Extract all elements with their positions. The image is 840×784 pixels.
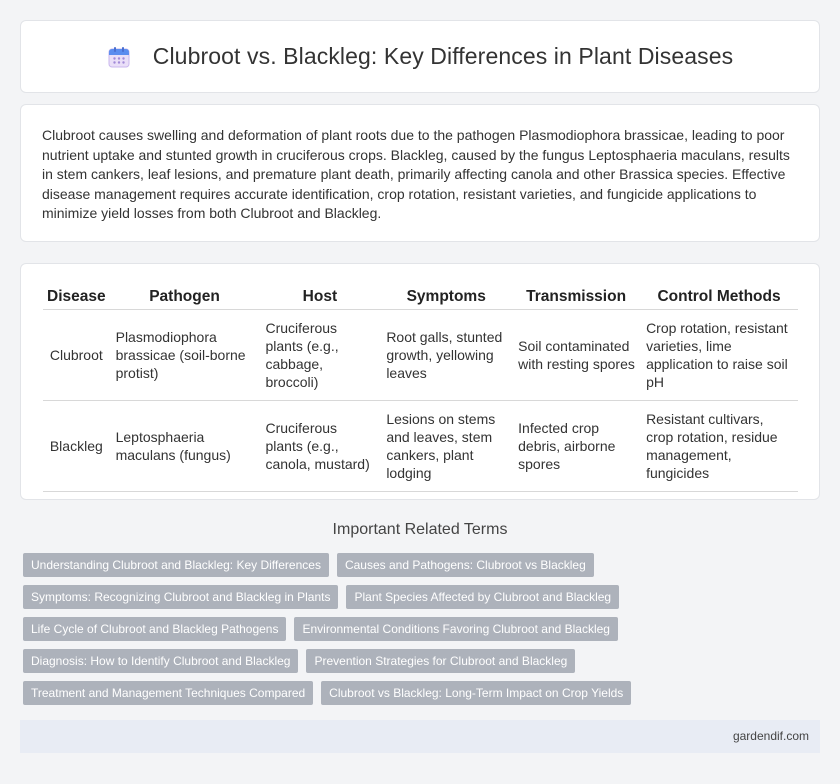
related-terms-title: Important Related Terms bbox=[332, 521, 508, 538]
related-term-link[interactable]: Symptoms: Recognizing Clubroot and Black… bbox=[23, 585, 339, 609]
related-term-link[interactable]: Environmental Conditions Favoring Clubro… bbox=[294, 617, 618, 641]
cell-pathogen: Plasmodiophora brassicae (soil-borne pro… bbox=[109, 309, 260, 401]
related-term-link[interactable]: Diagnosis: How to Identify Clubroot and … bbox=[23, 649, 299, 673]
table-row: Clubroot Plasmodiophora brassicae (soil-… bbox=[43, 309, 798, 401]
cell-host: Cruciferous plants (e.g., canola, mustar… bbox=[259, 400, 381, 492]
cell-host: Cruciferous plants (e.g., cabbage, brocc… bbox=[259, 309, 381, 401]
intro-paragraph: Clubroot causes swelling and deformation… bbox=[42, 127, 790, 222]
related-term-link[interactable]: Prevention Strategies for Clubroot and B… bbox=[306, 649, 576, 673]
related-term-link[interactable]: Life Cycle of Clubroot and Blackleg Path… bbox=[23, 617, 287, 641]
cell-symptoms: Root galls, stunted growth, yellowing le… bbox=[380, 309, 513, 401]
cell-transmission: Infected crop debris, airborne spores bbox=[512, 400, 641, 492]
header-control-methods: Control Methods bbox=[640, 284, 798, 310]
cell-pathogen: Leptosphaeria maculans (fungus) bbox=[109, 400, 260, 492]
tag-row: Diagnosis: How to Identify Clubroot and … bbox=[23, 649, 823, 673]
page-footer: gardendif.com bbox=[20, 720, 820, 753]
table-row: Blackleg Leptosphaeria maculans (fungus)… bbox=[43, 400, 798, 492]
cell-symptoms: Lesions on stems and leaves, stem canker… bbox=[380, 400, 513, 492]
tag-row: Understanding Clubroot and Blackleg: Key… bbox=[23, 553, 823, 577]
cell-disease: Blackleg bbox=[43, 400, 110, 492]
calendar-icon bbox=[107, 45, 131, 69]
cell-disease: Clubroot bbox=[43, 309, 110, 401]
tag-row: Life Cycle of Clubroot and Blackleg Path… bbox=[23, 617, 823, 641]
related-terms-list: Understanding Clubroot and Blackleg: Key… bbox=[23, 553, 823, 713]
header-symptoms: Symptoms bbox=[380, 284, 513, 310]
cell-control-methods: Resistant cultivars, crop rotation, resi… bbox=[640, 400, 798, 492]
comparison-table: Disease Pathogen Host Symptoms Transmiss… bbox=[43, 284, 798, 492]
related-term-link[interactable]: Understanding Clubroot and Blackleg: Key… bbox=[23, 553, 329, 577]
cell-transmission: Soil contaminated with resting spores bbox=[512, 309, 641, 401]
header-pathogen: Pathogen bbox=[109, 284, 260, 310]
comparison-table-section: Disease Pathogen Host Symptoms Transmiss… bbox=[20, 263, 820, 500]
cell-control-methods: Crop rotation, resistant varieties, lime… bbox=[640, 309, 798, 401]
related-term-link[interactable]: Clubroot vs Blackleg: Long-Term Impact o… bbox=[321, 681, 632, 705]
table-header-row: Disease Pathogen Host Symptoms Transmiss… bbox=[43, 284, 798, 310]
intro-section: Clubroot causes swelling and deformation… bbox=[20, 104, 820, 242]
header-transmission: Transmission bbox=[512, 284, 641, 310]
tag-row: Symptoms: Recognizing Clubroot and Black… bbox=[23, 585, 823, 609]
header-host: Host bbox=[259, 284, 381, 310]
footer-site-link[interactable]: gardendif.com bbox=[732, 729, 809, 743]
tag-row: Treatment and Management Techniques Comp… bbox=[23, 681, 823, 705]
related-term-link[interactable]: Plant Species Affected by Clubroot and B… bbox=[346, 585, 620, 609]
related-term-link[interactable]: Causes and Pathogens: Clubroot vs Blackl… bbox=[336, 553, 594, 577]
page-header: Clubroot vs. Blackleg: Key Differences i… bbox=[20, 20, 820, 93]
header-disease: Disease bbox=[43, 284, 110, 310]
page-title: Clubroot vs. Blackleg: Key Differences i… bbox=[152, 43, 734, 69]
related-term-link[interactable]: Treatment and Management Techniques Comp… bbox=[23, 681, 314, 705]
